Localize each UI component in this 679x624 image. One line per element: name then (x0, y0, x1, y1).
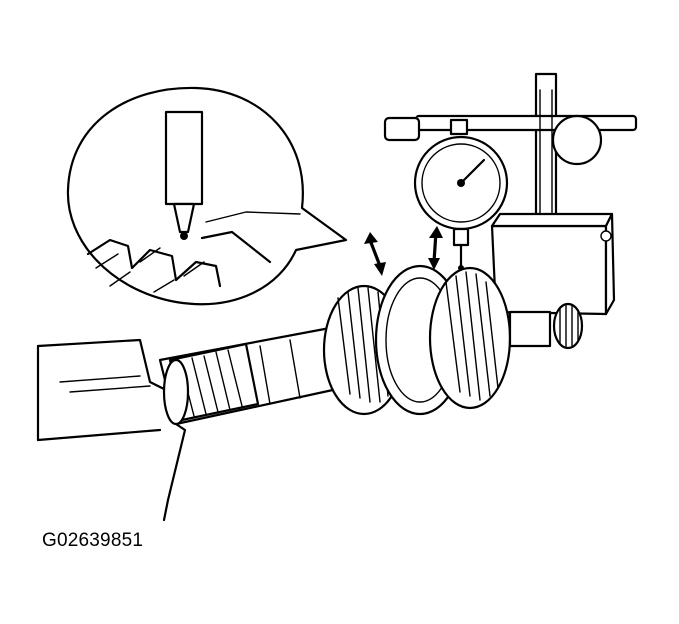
figure-code: G02639851 (42, 530, 144, 551)
probe-barrel (164, 110, 204, 206)
probe-tip (172, 202, 196, 234)
arm-end-clamp (383, 116, 421, 142)
bearing (552, 302, 584, 350)
indicator-stem-top (449, 118, 469, 136)
double-headed-arrow-icon (364, 226, 443, 276)
stand-horizontal-arm (414, 114, 638, 132)
indicator-stand (383, 72, 638, 316)
detail-callout (66, 86, 348, 306)
dial-indicator (413, 118, 509, 271)
output-shaft (158, 326, 344, 426)
shaft-extension (508, 310, 552, 348)
magnifier-bubble (66, 86, 348, 306)
magnified-gear-teeth (86, 238, 222, 288)
dial-needle (459, 158, 486, 185)
gear-cluster (322, 264, 584, 416)
indicator-plunger-housing (452, 227, 470, 247)
magnetic-base (490, 224, 608, 316)
stand-clamp-knob (551, 114, 603, 166)
